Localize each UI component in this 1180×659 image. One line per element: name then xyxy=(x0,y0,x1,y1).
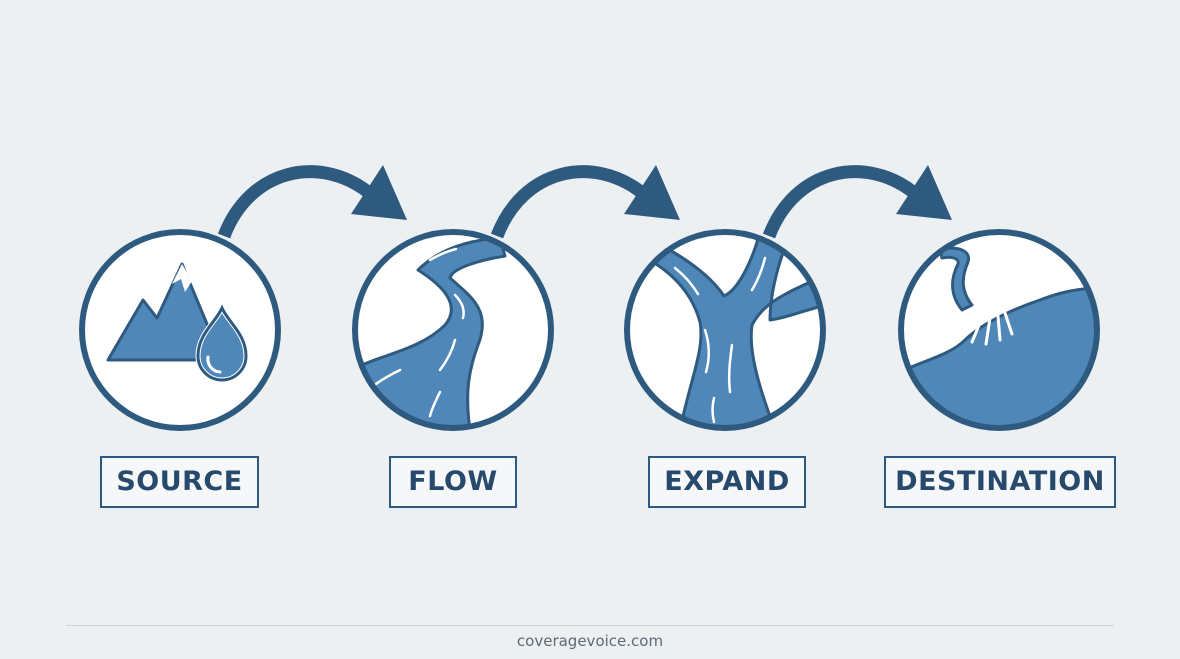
stage-label-flow: FLOW xyxy=(389,456,517,508)
curved-arrow-icon xyxy=(762,165,952,239)
stage-label-source: SOURCE xyxy=(100,456,259,508)
curved-arrow-icon xyxy=(490,165,680,239)
stage-label-expand: EXPAND xyxy=(648,456,806,508)
mountain-water-drop-icon xyxy=(106,262,249,383)
stage-source-circle xyxy=(79,229,281,431)
river-delta-icon xyxy=(903,246,1095,426)
stage-flow-circle xyxy=(352,229,554,431)
footer-site-text: coveragevoice.com xyxy=(516,632,664,650)
stage-destination-circle xyxy=(898,229,1100,431)
curved-arrow-icon xyxy=(217,165,407,239)
footer-divider xyxy=(66,625,1114,626)
stage-expand-circle xyxy=(624,229,826,431)
stage-label-destination: DESTINATION xyxy=(884,456,1116,508)
